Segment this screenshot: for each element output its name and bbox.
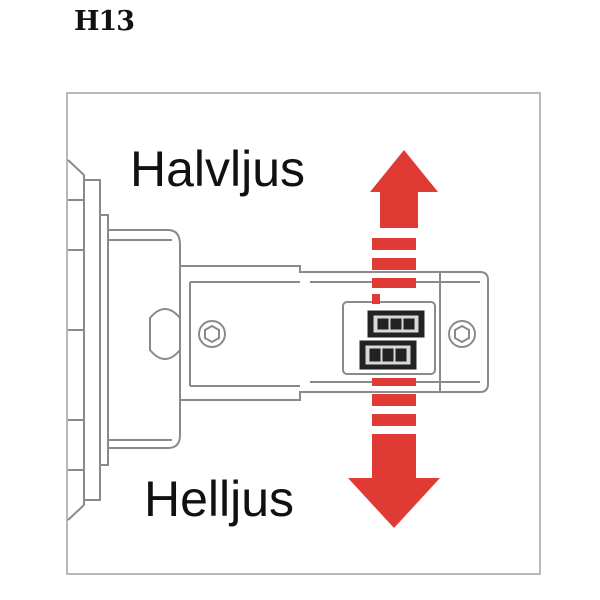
up-arrow-icon	[370, 150, 438, 304]
diagram-frame	[66, 92, 541, 575]
bulb-base	[67, 159, 181, 521]
connector-housing	[342, 301, 436, 375]
low-beam-label: Halvljus	[130, 141, 306, 197]
down-arrow-icon	[348, 378, 440, 528]
right-screw-icon	[448, 320, 476, 348]
left-screw-icon	[198, 320, 226, 348]
beam-switch-connector	[359, 310, 425, 370]
bulb-type-title: H13	[74, 6, 135, 37]
bulb-body	[149, 265, 489, 401]
high-beam-label: Helljus	[144, 471, 295, 527]
